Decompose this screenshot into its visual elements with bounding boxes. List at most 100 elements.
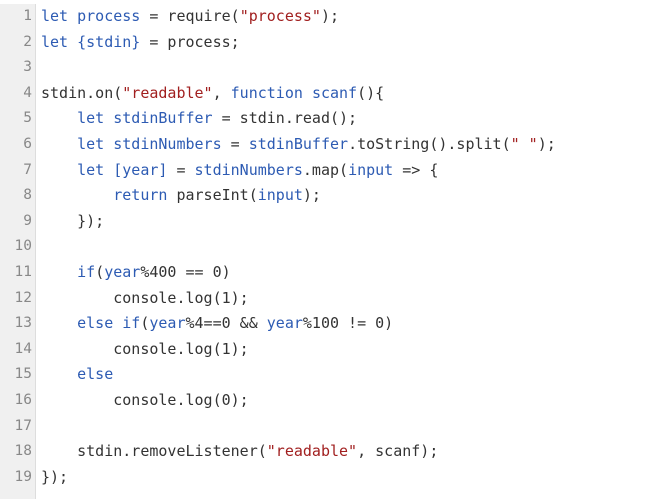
line-number: 18 xyxy=(14,443,32,460)
code-line[interactable]: 10 xyxy=(0,234,659,260)
line-source: }); xyxy=(41,209,104,235)
line-number-gutter xyxy=(0,4,36,499)
line-number: 6 xyxy=(23,135,32,152)
line-source: stdin.on("readable", function scanf(){ xyxy=(41,81,384,107)
code-token: console.log(0); xyxy=(41,390,249,409)
code-token: year xyxy=(266,314,303,333)
code-token: stdin.removeListener( xyxy=(41,442,267,461)
code-line[interactable]: 18 stdin.removeListener("readable", scan… xyxy=(0,439,659,465)
code-token: "process" xyxy=(239,7,321,25)
code-token xyxy=(68,33,77,51)
line-number: 13 xyxy=(14,315,32,332)
line-number: 5 xyxy=(23,110,32,127)
code-line[interactable]: 11 if(year%400 == 0) xyxy=(0,260,659,286)
code-token xyxy=(104,135,113,153)
code-token xyxy=(41,263,77,281)
code-token: ); xyxy=(320,7,340,25)
line-number: 10 xyxy=(14,238,32,255)
line-number: 12 xyxy=(14,289,32,306)
code-token: = xyxy=(167,160,195,179)
code-token: [year] xyxy=(113,160,168,179)
line-source: console.log(1); xyxy=(41,337,249,363)
code-line[interactable]: 9 }); xyxy=(0,209,659,235)
line-source: console.log(0); xyxy=(41,388,249,414)
line-number: 7 xyxy=(23,161,32,178)
code-token: process xyxy=(77,7,141,25)
line-source: if(year%400 == 0) xyxy=(41,260,231,286)
line-number: 14 xyxy=(14,340,32,357)
line-number: 4 xyxy=(23,84,32,101)
code-token xyxy=(41,314,77,332)
code-line[interactable]: 8 return parseInt(input); xyxy=(0,183,659,209)
code-token: console.log(1); xyxy=(41,339,249,358)
code-token xyxy=(104,161,113,179)
code-token: %400 == 0) xyxy=(140,262,231,281)
code-line[interactable]: 6 let stdinNumbers = stdinBuffer.toStrin… xyxy=(0,132,659,158)
code-token: year xyxy=(149,314,186,333)
code-token: input xyxy=(348,160,394,179)
code-line[interactable]: 17 xyxy=(0,414,659,440)
code-token: let xyxy=(41,32,69,51)
code-line[interactable]: 7 let [year] = stdinNumbers.map(input =>… xyxy=(0,158,659,184)
code-token: %4==0 && xyxy=(185,314,267,333)
code-token xyxy=(113,314,122,332)
code-token: ( xyxy=(95,262,105,281)
code-token: .map( xyxy=(302,160,349,179)
code-token: input xyxy=(257,186,303,205)
code-token: function xyxy=(230,83,303,102)
code-token: stdinNumbers xyxy=(113,134,222,153)
code-line[interactable]: 4 stdin.on("readable", function scanf(){ xyxy=(0,81,659,107)
code-token xyxy=(41,109,77,127)
code-token: let xyxy=(77,160,105,179)
code-token: console.log(1); xyxy=(41,288,249,307)
code-token: ( xyxy=(140,314,150,333)
code-token: let xyxy=(77,109,105,128)
line-number: 19 xyxy=(14,468,32,485)
code-token: "readable" xyxy=(266,442,358,461)
code-line[interactable]: 5 let stdinBuffer = stdin.read(); xyxy=(0,106,659,132)
code-line[interactable]: 19}); xyxy=(0,465,659,491)
code-token: stdinBuffer xyxy=(113,109,213,128)
code-line[interactable]: 14 console.log(1); xyxy=(0,337,659,363)
line-number: 1 xyxy=(23,8,32,24)
code-line[interactable]: 12 console.log(1); xyxy=(0,286,659,312)
code-line[interactable]: 13 else if(year%4==0 && year%100 != 0) xyxy=(0,311,659,337)
line-source: stdin.removeListener("readable", scanf); xyxy=(41,439,438,465)
code-token xyxy=(41,161,77,179)
code-token: stdin.on( xyxy=(41,83,123,102)
code-token: stdinNumbers xyxy=(194,160,303,179)
code-token xyxy=(41,135,77,153)
line-number: 11 xyxy=(14,263,32,280)
code-token: return xyxy=(113,186,168,205)
code-token: ); xyxy=(537,134,556,153)
code-token: else xyxy=(77,365,114,384)
code-token: }); xyxy=(41,467,69,486)
code-token: else xyxy=(77,314,114,333)
code-token: = xyxy=(221,134,249,153)
code-token: year xyxy=(104,262,141,281)
line-number: 3 xyxy=(23,59,32,76)
code-token: => { xyxy=(393,160,439,179)
code-token: scanf xyxy=(311,83,358,102)
line-source: let [year] = stdinNumbers.map(input => { xyxy=(41,158,438,184)
code-token: %100 != 0) xyxy=(302,314,394,333)
code-line[interactable]: 16 console.log(0); xyxy=(0,388,659,414)
line-source: let stdinBuffer = stdin.read(); xyxy=(41,106,357,132)
code-token: ); xyxy=(302,186,321,205)
code-line[interactable]: 3 xyxy=(0,55,659,81)
code-token: {stdin} xyxy=(77,32,141,51)
line-number: 17 xyxy=(14,417,32,434)
code-token xyxy=(68,7,77,25)
code-token: " " xyxy=(510,134,538,153)
line-source: console.log(1); xyxy=(41,286,249,312)
code-token: if xyxy=(122,314,141,333)
code-line[interactable]: 15 else xyxy=(0,362,659,388)
code-token: stdinBuffer xyxy=(248,134,349,153)
line-number: 8 xyxy=(23,187,32,204)
code-token: , scanf); xyxy=(357,442,439,461)
code-token: (){ xyxy=(357,83,385,102)
